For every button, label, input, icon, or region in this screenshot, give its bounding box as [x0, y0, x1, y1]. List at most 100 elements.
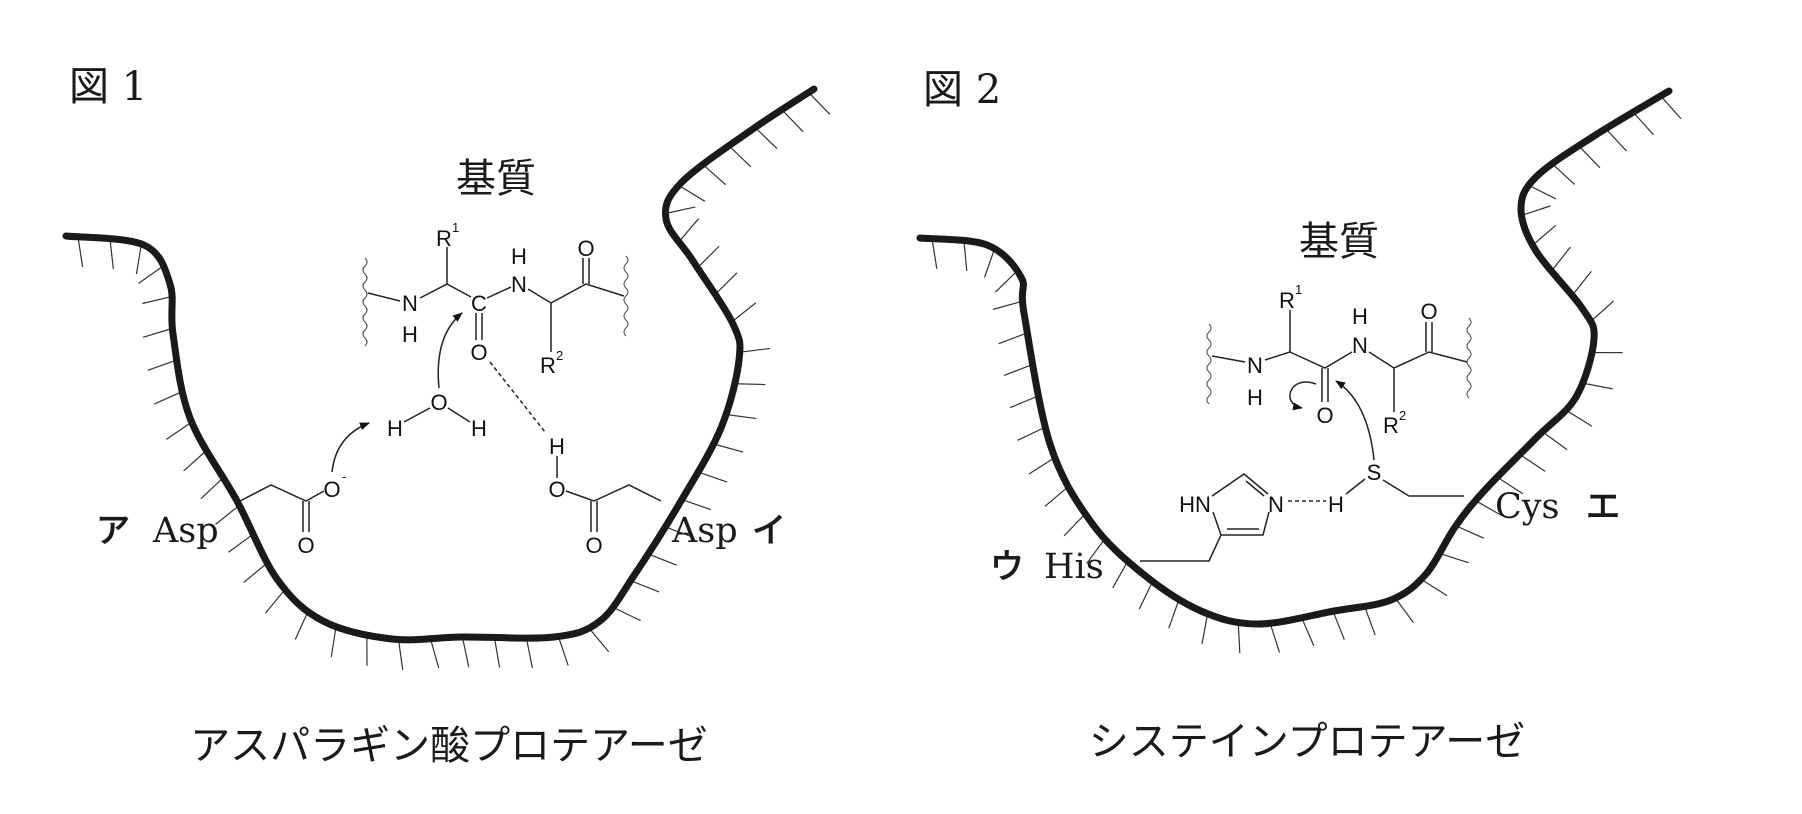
bond — [367, 247, 625, 352]
hatch-mark — [1028, 457, 1056, 475]
hatch-mark — [557, 636, 569, 666]
atom-carbonyl-c: C — [471, 291, 487, 316]
his-imidazole: HN N — [1140, 473, 1284, 562]
cys-sidechain: S H — [1328, 380, 1464, 517]
carboxylate-o-minus: O — [323, 477, 340, 502]
hatch-mark — [678, 218, 700, 243]
electron-shift-arrow — [1289, 381, 1317, 411]
substrate-peptide: N H R 1 O N H R 2 O — [1206, 282, 1472, 438]
superscript-2: 2 — [556, 348, 563, 363]
hatch-mark — [1420, 578, 1448, 597]
figure-1-title: 図 1 — [69, 64, 147, 110]
hatch-mark — [754, 127, 778, 150]
bond — [1211, 310, 1468, 412]
hatch-mark — [200, 477, 224, 500]
hatch-mark — [728, 145, 752, 168]
hatch-mark — [1571, 271, 1592, 296]
chain-break-right — [623, 255, 629, 337]
hatch-mark — [109, 238, 114, 270]
atom-n2: N — [1352, 333, 1368, 358]
nucleophilic-attack-arrow — [1335, 380, 1375, 461]
atom-h2: H — [511, 244, 527, 269]
atom-n: N — [402, 291, 418, 316]
residue-left-name: His — [1044, 547, 1104, 587]
hydrogen-bond-dashed — [489, 361, 546, 433]
carboxyl-o: O — [585, 533, 602, 558]
residue-marker-a: ア — [96, 511, 130, 551]
residue-marker-u: ウ — [990, 547, 1024, 587]
bond — [403, 407, 471, 423]
hatch-mark — [1017, 426, 1046, 441]
substrate-label: 基質 — [456, 156, 536, 202]
hatch-mark — [1660, 95, 1682, 120]
hatch-mark — [166, 421, 192, 440]
hatch-mark — [1394, 597, 1415, 624]
hatch-mark — [992, 300, 1023, 310]
residue-left-name: Asp — [152, 511, 219, 551]
hatch-mark — [1332, 610, 1345, 640]
hatch-mark — [1590, 300, 1615, 322]
negative-charge: - — [342, 469, 346, 484]
hatch-mark — [808, 92, 831, 115]
hatch-mark — [135, 243, 142, 275]
proton-transfer-arrow — [331, 422, 370, 473]
atom-r2: R — [1383, 413, 1399, 438]
hatch-mark — [665, 526, 695, 539]
hatch-mark — [612, 606, 641, 622]
hatch-mark — [183, 450, 207, 472]
hatch-mark — [697, 245, 720, 269]
atom-carbonyl-o: O — [1316, 403, 1333, 428]
hatch-mark — [1003, 363, 1033, 377]
substrate-label: 基質 — [1299, 219, 1379, 265]
hatch-mark — [1138, 581, 1154, 610]
hatch-mark — [1269, 623, 1281, 653]
figure-2: 図 2 基質 N H R 1 O N H R 2 O S H — [916, 67, 1682, 765]
hatch-mark — [1455, 525, 1485, 539]
hatch-mark — [1496, 476, 1524, 495]
hatch-mark — [1605, 128, 1627, 152]
hatch-mark — [1565, 409, 1593, 427]
bond — [556, 456, 662, 532]
hatch-mark — [397, 639, 404, 670]
superscript-1: 1 — [1295, 282, 1302, 297]
asp-right-sidechain: H O O — [548, 434, 662, 558]
hatch-mark — [1551, 163, 1576, 185]
asp-left-sidechain: O - O — [239, 422, 370, 558]
hatch-mark — [734, 383, 766, 386]
hatch-mark — [1475, 500, 1503, 517]
residue-marker-e: エ — [1586, 487, 1620, 527]
hatch-mark — [142, 327, 173, 338]
hatch-mark — [702, 163, 727, 186]
atom-o3: O — [1420, 299, 1437, 324]
atom-h2: H — [1352, 304, 1368, 329]
hatch-mark — [1439, 552, 1469, 564]
hatch-mark — [681, 498, 711, 511]
hatch-mark — [330, 626, 337, 658]
hatch-mark — [525, 637, 533, 669]
hatch-mark — [1086, 538, 1106, 565]
hatch-mark — [630, 580, 660, 593]
chain-break-left — [362, 257, 368, 347]
hatch-mark — [1542, 431, 1568, 451]
water-h-right: H — [471, 416, 487, 441]
figure-1: 図 1 基質 N H R 1 C O N H R 2 O O H H — [62, 64, 831, 769]
hatch-mark — [243, 562, 268, 583]
hatch-mark — [77, 236, 84, 268]
hatch-mark — [1364, 606, 1376, 636]
hatch-mark — [1237, 622, 1241, 654]
hatch-mark — [713, 443, 744, 453]
enzyme-active-site-surface — [62, 85, 818, 644]
figure-1-caption: アスパラギン酸プロテアーゼ — [190, 723, 708, 769]
atom-h: H — [402, 322, 418, 347]
hatch-mark — [1578, 145, 1601, 169]
enzyme-active-site-surface — [916, 87, 1673, 628]
imidazole-nh: HN — [1179, 492, 1211, 517]
hatch-mark — [1532, 224, 1557, 246]
thiol-h: H — [1328, 492, 1344, 517]
atom-r1: R — [436, 226, 452, 251]
residue-marker-i: イ — [752, 511, 786, 551]
carboxyl-oh: O — [548, 477, 565, 502]
hatch-mark — [1168, 599, 1180, 629]
hatch-mark — [215, 504, 240, 525]
thiol-s: S — [1367, 460, 1382, 485]
